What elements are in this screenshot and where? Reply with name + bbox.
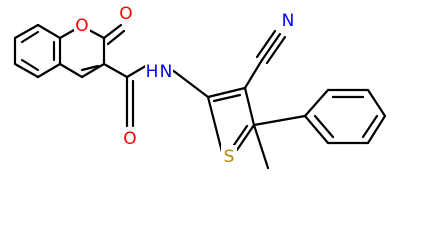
lactone-carbonyl-oxygen-label: O (119, 4, 132, 24)
carbonyl-bond (102, 23, 123, 40)
methyl-group (252, 123, 270, 170)
atom-label-ring-oxygen: O (74, 14, 90, 36)
triple-bond (260, 32, 282, 62)
phenyl-ring (252, 88, 387, 145)
bond (243, 58, 264, 90)
double-bond-inner (212, 93, 242, 103)
amide-oxygen-label: O (123, 129, 136, 149)
atom-label-amide-oxygen: O (122, 127, 138, 149)
bond (13, 62, 40, 79)
bond (252, 114, 307, 127)
double-bond-inner (80, 64, 100, 72)
atom-label-nitrile-nitrogen: N (280, 9, 296, 31)
bond (58, 28, 76, 40)
triple-bond (265, 35, 287, 65)
nitrile-nitrogen-label: N (282, 11, 295, 31)
double-bond-inner (232, 124, 249, 147)
atom-label-thiophene-sulfur: S (221, 145, 237, 167)
double-bond-inner (313, 114, 335, 139)
bond (36, 62, 62, 79)
bond (173, 70, 210, 99)
bond (303, 88, 330, 118)
chemical-structure: O O O H N S N (13, 2, 387, 170)
atom-label-lactone-oxygen: O (118, 2, 134, 24)
pyranone-ring (58, 23, 126, 79)
bond (235, 123, 256, 152)
thiophene-ring (173, 70, 256, 154)
double-bond-inner (20, 58, 40, 72)
bond (366, 114, 387, 145)
bond (206, 95, 224, 154)
bond (102, 62, 129, 79)
nitrile-group (243, 29, 287, 90)
benzo-ring (13, 23, 62, 79)
carbonyl-bond (106, 29, 126, 46)
amide-nitrogen-label: N (160, 62, 173, 82)
bond (303, 114, 330, 145)
bond (206, 86, 247, 99)
bond (366, 88, 387, 118)
bond (13, 23, 40, 40)
bond (80, 62, 106, 79)
bond (243, 86, 256, 127)
bond (87, 28, 106, 40)
thiophene-sulfur-label: S (224, 147, 235, 167)
triple-bond (255, 29, 277, 59)
amide-hydrogen-label: H (146, 62, 159, 82)
ring-oxygen-label: O (75, 16, 88, 36)
methyl-bond (252, 123, 270, 170)
atom-label-amide-nh: H N (145, 60, 173, 82)
bond (58, 62, 84, 79)
bond (36, 23, 62, 40)
double-bond-inner (361, 114, 379, 139)
double-bond-inner (20, 30, 40, 44)
